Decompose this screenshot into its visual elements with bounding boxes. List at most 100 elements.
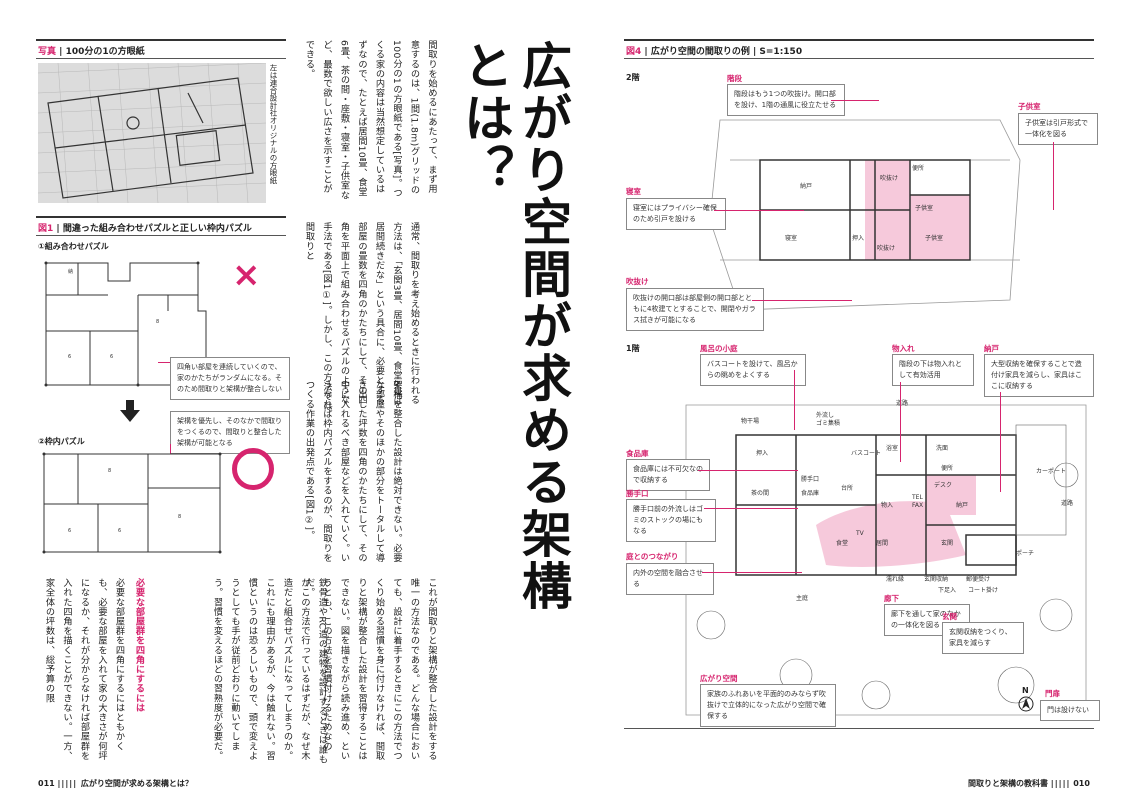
svg-text:吹抜け: 吹抜け	[880, 174, 898, 182]
svg-text:食品庫: 食品庫	[801, 489, 819, 497]
svg-text:8: 8	[178, 514, 181, 520]
fig4-scale: S=1:150	[759, 47, 803, 57]
fig1-note2: 架構を優先し、そのなかで間取りをつくるので、間取りと整合した架構が可能となる	[170, 411, 290, 454]
callout-open-space-title: 広がり空間	[700, 674, 738, 683]
callout-closet: 大型収納を確保することで造付け家具を減らし、家具はここに収納する	[984, 354, 1094, 397]
right-folio-num: 010	[1073, 779, 1090, 788]
svg-text:道路: 道路	[1061, 499, 1073, 507]
callout-void-title: 吹抜け	[626, 277, 649, 286]
callout-stairs: 階段はもう1つの吹抜け。開口部を設け、1階の通風に役立たせる	[727, 84, 845, 116]
body-col-3: 架構を整合した設計は絶対できない。必要な部屋やそのほかの部分をトータルして導き出…	[303, 380, 403, 563]
caption-rule	[36, 58, 286, 59]
photo-side-note: 左は連合設計社オリジナルの方眼紙	[269, 64, 278, 184]
leader-backdoor	[704, 508, 798, 509]
callout-storage: 階段の下は物入れとして有効活用	[892, 354, 974, 386]
leader-pantry	[698, 470, 798, 471]
svg-text:納: 納	[68, 268, 73, 275]
leader-bathgarden	[794, 370, 795, 430]
svg-text:勝手口: 勝手口	[801, 475, 819, 483]
graph-paper-photo	[38, 63, 266, 203]
callout-entrance: 玄関収納をつくり、家具を減らす	[942, 622, 1024, 654]
fig1-note2-leader	[170, 444, 171, 454]
callout-pantry-title: 食品庫	[626, 449, 649, 458]
body-col-6-head: 必要な部屋群を四角にするには	[133, 578, 145, 713]
leader-kids	[1053, 142, 1054, 210]
callout-backdoor: 勝手口前の外流しはゴミのストックの場にもなる	[626, 499, 716, 542]
callout-open-space: 家族のふれあいを平面的のみならず吹抜けで立体的になった広がり空間で確保する	[700, 684, 836, 727]
left-folio-text: 広がり空間が求める架構とは？	[80, 779, 193, 788]
svg-text:主庭: 主庭	[796, 594, 808, 602]
north-arrow-icon	[1018, 696, 1034, 712]
bottom-rule-right	[624, 728, 1094, 729]
callout-bedroom: 寝室にはプライバシー確保のため引戸を設ける	[626, 198, 726, 230]
leader-closet	[1000, 392, 1001, 492]
svg-text:押入: 押入	[852, 234, 864, 242]
svg-text:コート掛け: コート掛け	[968, 586, 998, 594]
svg-text:台所: 台所	[841, 484, 853, 492]
svg-text:食堂: 食堂	[836, 539, 848, 547]
leader-bedroom	[714, 210, 804, 211]
floor2-label: 2階	[626, 73, 640, 82]
right-folio-text: 間取りと架構の教科書	[968, 779, 1048, 788]
leader-stairs	[831, 100, 879, 101]
floor1-label: 1階	[626, 344, 640, 353]
callout-gate-title: 門扉	[1045, 689, 1060, 698]
callout-kids: 子供室は引戸形式で一体化を図る	[1018, 113, 1098, 145]
svg-text:物干場: 物干場	[741, 417, 759, 425]
svg-text:道路: 道路	[896, 399, 908, 407]
fig1-note1: 四角い部屋を連続していくので、家のかたちがランダムになる。そのため間取りと架構が…	[170, 357, 290, 400]
fig1-label: 図1	[38, 224, 54, 234]
right-mark	[232, 448, 274, 490]
main-title: 広がり空間が求める架構とは？	[456, 40, 572, 612]
leader-void	[752, 300, 852, 301]
svg-text:子供室: 子供室	[915, 204, 933, 212]
svg-text:子供室: 子供室	[925, 234, 943, 242]
callout-gate: 門は設けない	[1040, 700, 1100, 721]
north-label: N	[1022, 686, 1029, 695]
svg-text:6: 6	[110, 354, 113, 360]
svg-text:8: 8	[156, 319, 159, 325]
callout-kids-title: 子供室	[1018, 102, 1041, 111]
callout-garden-title: 庭とのつながり	[626, 552, 679, 561]
svg-text:デスク: デスク	[934, 481, 952, 489]
svg-text:濡れ縁: 濡れ縁	[886, 575, 904, 583]
fig1-caption: 図1 | 間違った組み合わせパズルと正しい枠内パズル	[38, 224, 252, 234]
left-folio: 011 ||||| 広がり空間が求める架構とは？	[38, 779, 193, 788]
svg-text:納戸: 納戸	[956, 501, 968, 509]
svg-text:寝室: 寝室	[785, 234, 797, 242]
callout-pantry: 食品庫には不可欠なので収納する	[626, 459, 710, 491]
callout-storage-title: 物入れ	[892, 344, 915, 353]
svg-text:押入: 押入	[756, 449, 768, 457]
arrow-down-icon	[120, 400, 140, 422]
callout-entrance-title: 玄関	[942, 612, 957, 621]
svg-text:吹抜け: 吹抜け	[877, 244, 895, 252]
fig4-caption-text: 広がり空間の間取りの例	[650, 47, 750, 57]
svg-text:ゴミ集積: ゴミ集積	[816, 419, 840, 427]
body-col-6: 必要な部屋群を四角にするにはともかくも、必要な部屋を入れて家の大きさが何坪になる…	[43, 578, 125, 761]
svg-text:郵便受け: 郵便受け	[966, 575, 990, 583]
leader-storage	[900, 382, 901, 462]
callout-garden: 内外の空間を融合させる	[626, 563, 714, 595]
svg-text:外流し: 外流し	[816, 411, 834, 419]
top-rule-right	[624, 39, 1094, 41]
svg-text:FAX: FAX	[912, 502, 923, 509]
left-folio-num: 011	[38, 779, 55, 788]
callout-bathgarden: バスコートを設けて、風呂からの眺めをよくする	[700, 354, 806, 386]
svg-text:便所: 便所	[912, 164, 924, 172]
fig4-caption-rule	[624, 58, 1094, 59]
body-col-2: 通常、間取りを考え始めるときに行われる方法は、「玄関3畳、居間10畳、食堂6畳は…	[303, 222, 420, 411]
svg-text:バスコート: バスコート	[851, 450, 881, 457]
photo-caption-text: 100分の1の方眼紙	[65, 47, 145, 57]
fig4-label: 図4	[626, 47, 642, 57]
leader-garden	[702, 572, 802, 573]
fig1-rule	[36, 216, 286, 218]
fig1-sub2: ②枠内パズル	[38, 437, 85, 446]
svg-text:便所: 便所	[941, 464, 953, 472]
svg-text:茶の間: 茶の間	[751, 489, 769, 497]
svg-text:ポーチ: ポーチ	[1016, 549, 1034, 557]
svg-text:6: 6	[68, 354, 71, 360]
callout-corridor-title: 廊下	[884, 594, 899, 603]
callout-backdoor-title: 勝手口	[626, 489, 649, 498]
body-col-5: 鉄骨造やRC造の建物を設計するときは誰もがこの方法で行っているはずだが、なぜ木造…	[211, 578, 328, 764]
